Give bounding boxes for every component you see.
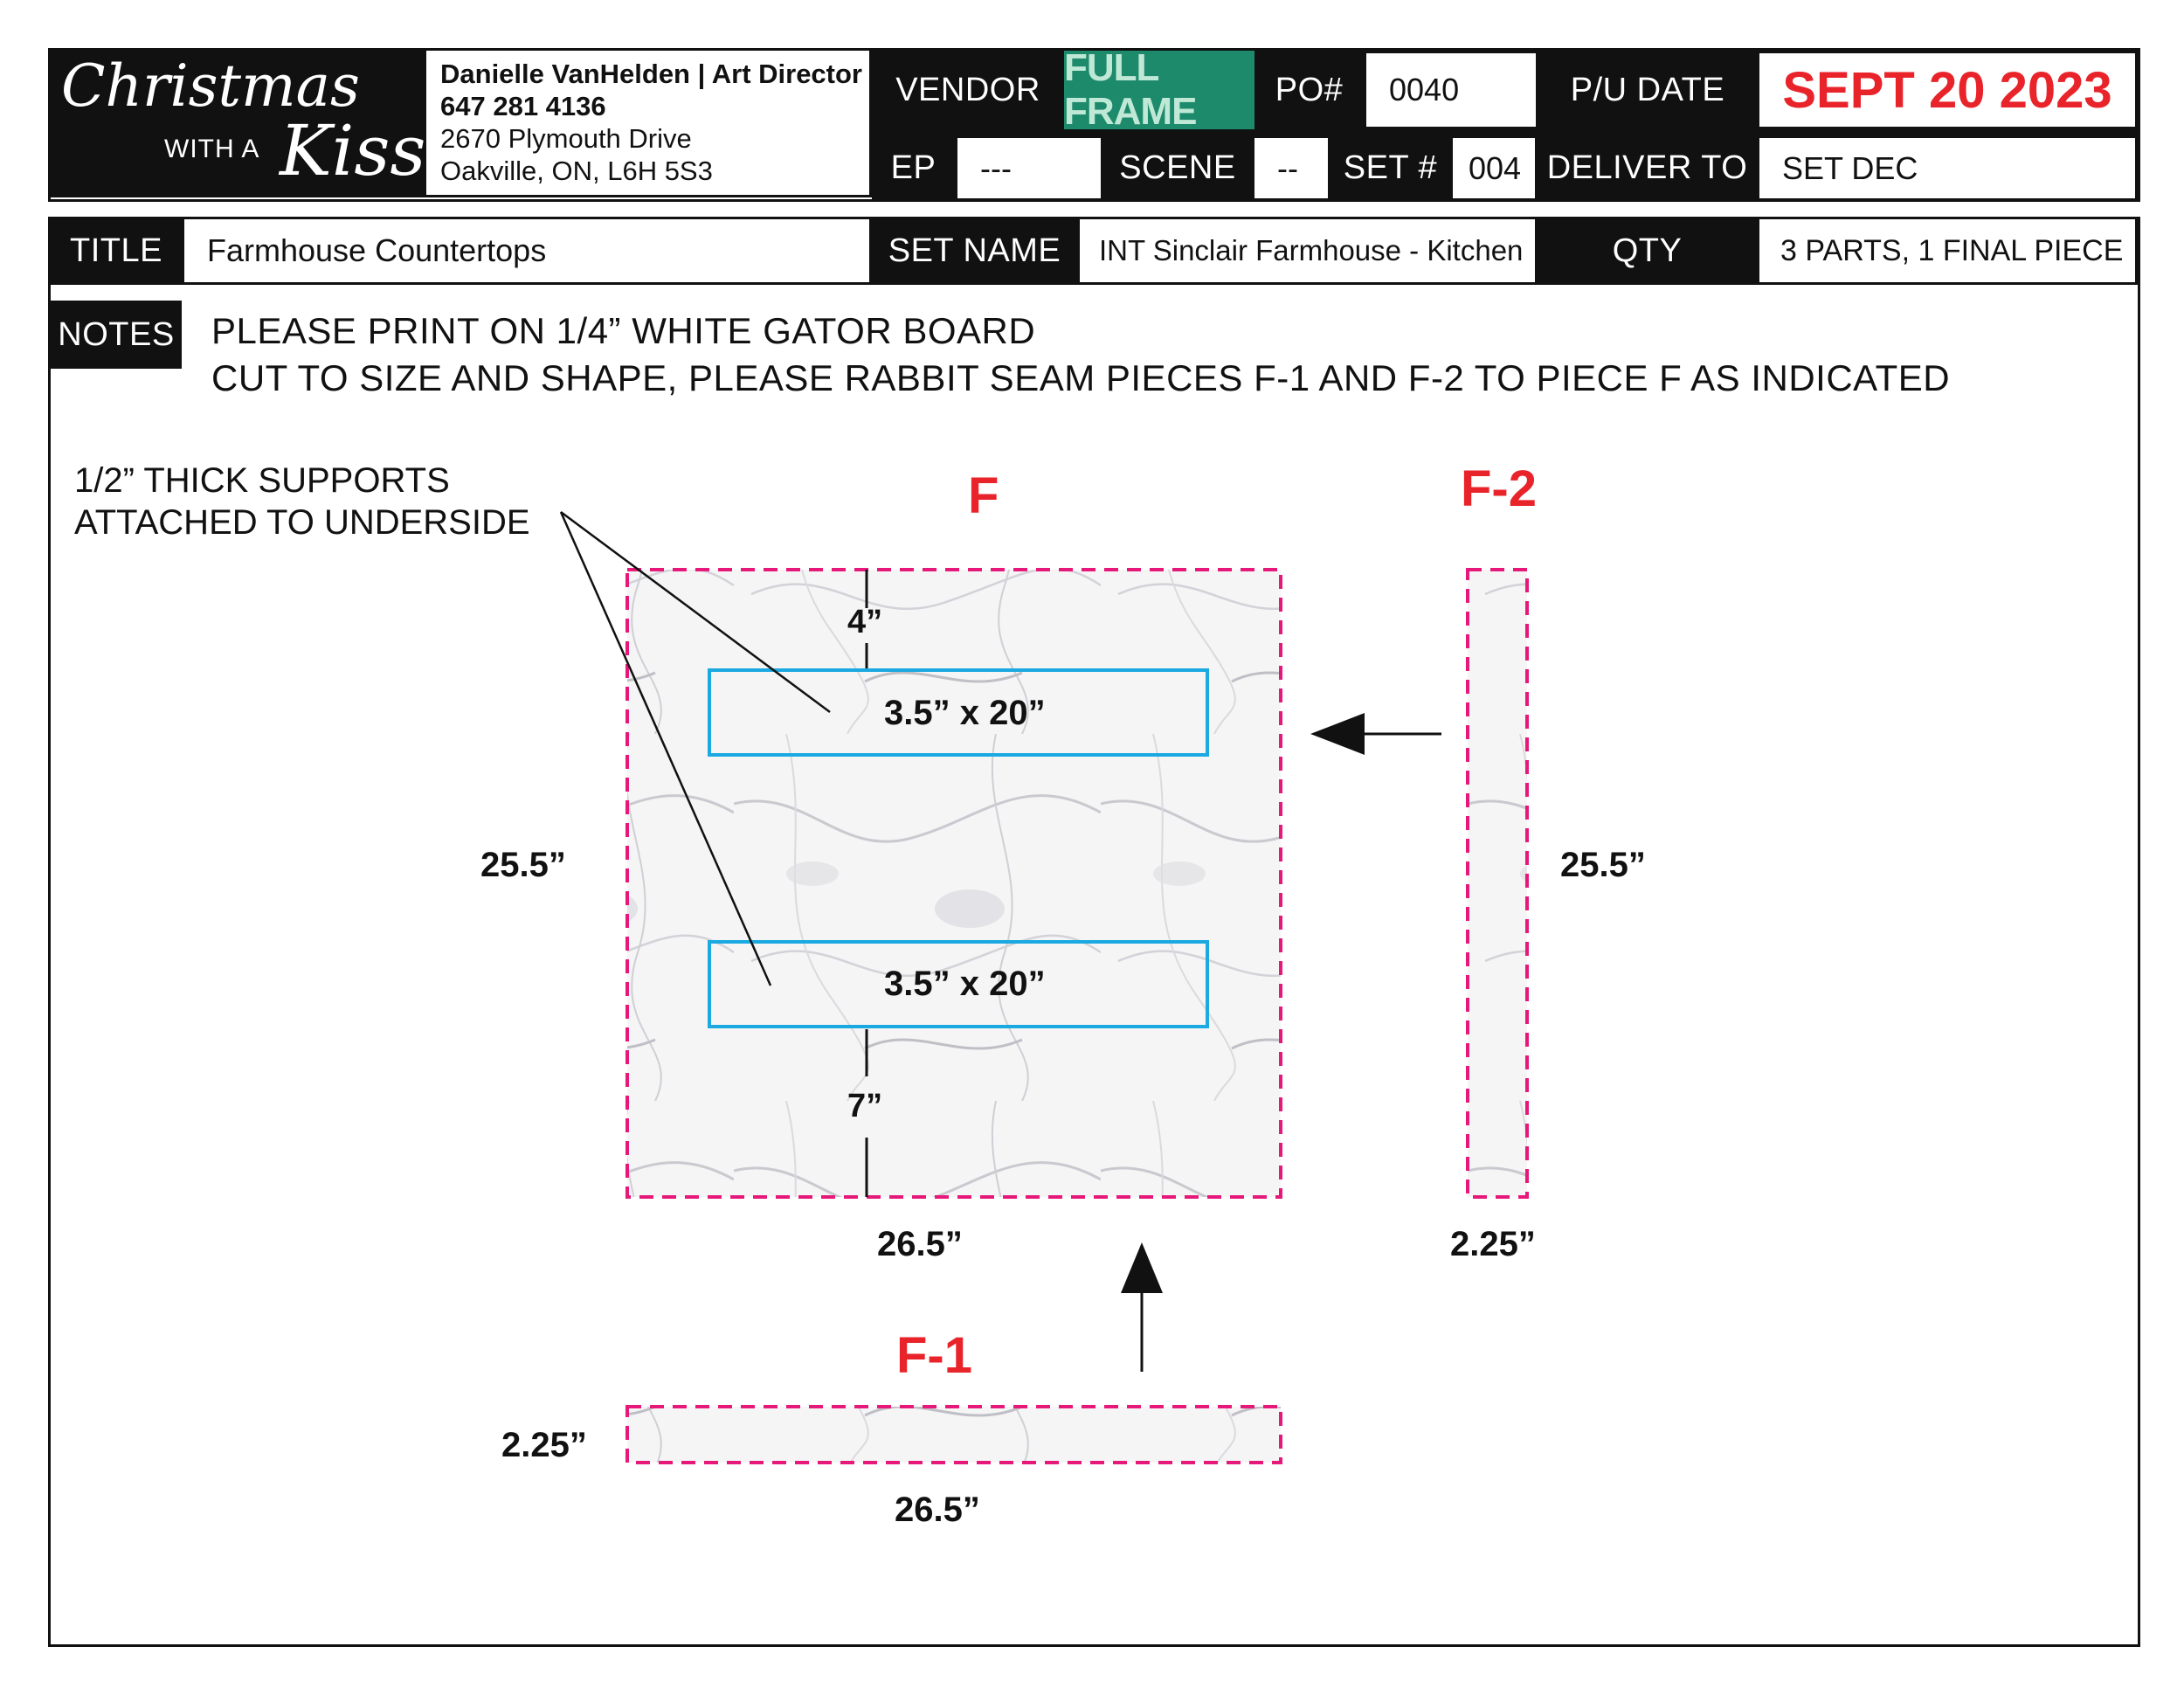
piece-f2-cut-line [1466,568,1529,1199]
support-note-line2: ATTACHED TO UNDERSIDE [74,503,530,542]
piece-f-marble [627,570,1281,1197]
ep-label: EP [872,135,955,201]
piece-f1-height: 2.25” [501,1426,587,1464]
logo-word-with-a: WITH A [164,135,260,163]
leader-line-top [560,510,831,714]
notes-line2: CUT TO SIZE AND SHAPE, PLEASE RABBIT SEA… [211,357,1951,398]
piece-f1-marble [627,1407,1281,1463]
header-divider [872,129,2139,138]
piece-f-label: F [968,467,999,524]
contact-name-role: Danielle VanHelden | Art Director [440,59,862,89]
support-bottom [708,940,1209,1028]
pu-date-label: P/U DATE [1538,51,1757,129]
po-value: 0040 [1364,51,1538,129]
logo-word-christmas: Christmas [61,52,360,120]
piece-f-cut-line [625,568,1282,1199]
piece-f2-label: F-2 [1461,460,1537,517]
leader-line-bottom [559,511,772,986]
qty-label: QTY [1538,217,1757,285]
contact-address-line2: Oakville, ON, L6H 5S3 [440,156,713,186]
sheet-frame [48,48,2140,1647]
piece-f2-marble [1468,570,1527,1197]
support-top-size: 3.5” x 20” [884,694,1046,732]
pu-date-value: SEPT 20 2023 [1757,51,2138,129]
notes-text: PLEASE PRINT ON 1/4” WHITE GATOR BOARD C… [211,308,1950,402]
title-label: TITLE [51,217,182,285]
po-label: PO# [1254,51,1364,129]
piece-f2-width: 2.25” [1450,1225,1536,1263]
piece-f1-cut-line [625,1405,1282,1464]
rule-1 [48,199,2140,202]
set-name-value: INT Sinclair Farmhouse - Kitchen [1077,217,1538,285]
contact-phone: 647 281 4136 [440,91,606,121]
contact-block: Danielle VanHelden | Art Director 647 28… [426,51,872,197]
vendor-label: VENDOR [872,51,1064,129]
deliver-to-label: DELIVER TO [1538,135,1757,201]
scene-label: SCENE [1103,135,1252,201]
set-number-label: SET # [1330,135,1450,201]
set-name-label: SET NAME [872,217,1077,285]
qty-value: 3 PARTS, 1 FINAL PIECE [1757,217,2138,285]
arrow-f2-head [1310,713,1365,755]
gap-under-header [48,199,2140,217]
support-note-line1: 1/2” THICK SUPPORTS [74,461,450,500]
piece-f-bottom-gap: 7” [847,1088,883,1124]
piece-f-width: 26.5” [877,1225,963,1263]
piece-f1-width: 26.5” [895,1491,980,1529]
support-bottom-size: 3.5” x 20” [884,965,1046,1003]
logo-word-kiss: Kiss [280,110,426,191]
piece-f2-height: 25.5” [1560,846,1646,884]
notes-line1: PLEASE PRINT ON 1/4” WHITE GATOR BOARD [211,310,1036,351]
piece-f-height: 25.5” [480,846,566,884]
arrow-f1-head [1121,1242,1163,1293]
title-value: Farmhouse Countertops [182,217,872,285]
piece-f1-label: F-1 [896,1327,972,1384]
set-number-value: 004 [1450,135,1538,201]
support-top [708,668,1209,757]
notes-label: NOTES [51,301,182,369]
support-note: 1/2” THICK SUPPORTS ATTACHED TO UNDERSID… [74,460,530,543]
ep-value: --- [955,135,1103,201]
contact-address-line1: 2670 Plymouth Drive [440,123,692,154]
vendor-value: FULL FRAME [1064,46,1254,133]
show-logo: Christmas WITH A Kiss [51,51,426,197]
piece-f-top-gap: 4” [847,604,883,640]
